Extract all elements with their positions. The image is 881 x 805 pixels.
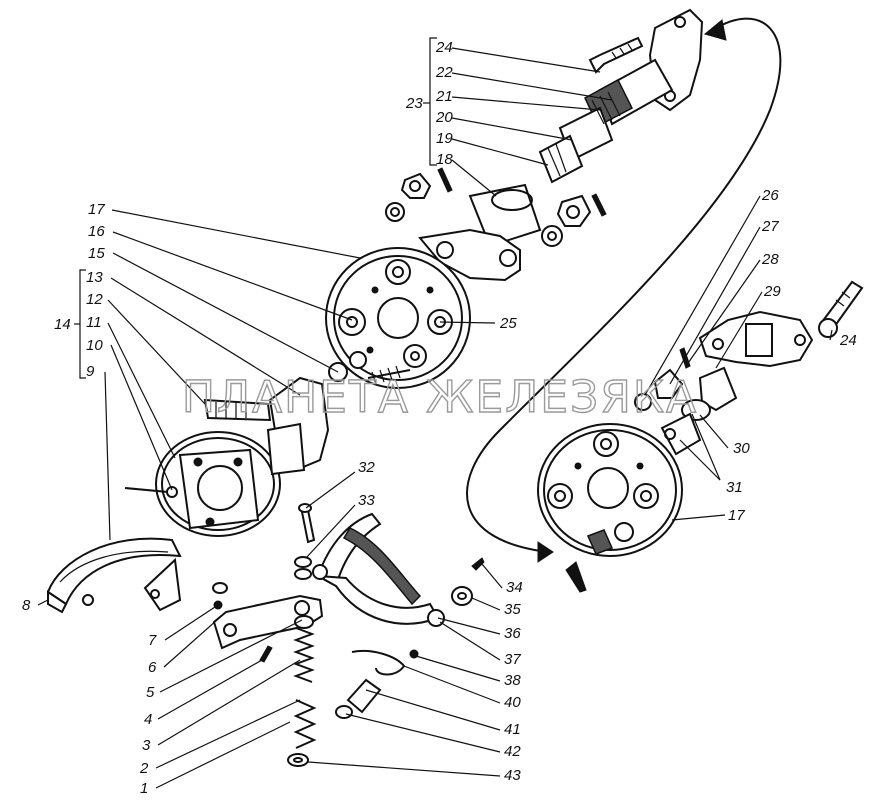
pin-34 [471, 557, 587, 593]
label-24-upper: 24 [435, 39, 453, 56]
label-30: 30 [733, 440, 750, 457]
label-31: 31 [726, 479, 743, 496]
pin-4 [259, 645, 273, 663]
label-13: 13 [86, 269, 103, 286]
washer-35 [451, 586, 473, 606]
label-42: 42 [504, 743, 521, 760]
axle-flange-left [203, 376, 330, 476]
backing-plate-left [155, 431, 281, 537]
label-21: 21 [435, 88, 453, 105]
label-40: 40 [504, 694, 521, 711]
shaft-housing-18 [468, 183, 542, 248]
label-36: 36 [504, 625, 521, 642]
label-14: 14 [54, 316, 71, 333]
label-16: 16 [88, 223, 105, 240]
label-32: 32 [358, 459, 375, 476]
label-11: 11 [86, 314, 102, 331]
label-41: 41 [504, 721, 521, 738]
label-35: 35 [504, 601, 521, 618]
bushing-26-31 [634, 347, 738, 456]
label-9: 9 [86, 363, 95, 380]
bolt-32 [298, 503, 316, 544]
washer-43 [287, 753, 309, 767]
label-4: 4 [144, 711, 152, 728]
label-12: 12 [86, 291, 103, 308]
backing-plate-17-upper [325, 247, 471, 389]
label-37: 37 [504, 651, 521, 668]
spring-38-41 [335, 649, 419, 719]
label-1: 1 [140, 780, 148, 797]
upper-bracket [418, 228, 521, 282]
label-6: 6 [148, 659, 157, 676]
bolt-24-upper [588, 36, 644, 74]
backing-plate-17-lower [537, 423, 683, 557]
label-17-lower: 17 [728, 507, 745, 524]
label-29: 29 [763, 283, 781, 300]
label-23: 23 [405, 95, 423, 112]
label-15: 15 [88, 245, 105, 262]
label-20: 20 [435, 109, 453, 126]
label-33: 33 [358, 492, 375, 509]
splined-shaft-upper [538, 58, 674, 184]
label-27: 27 [761, 218, 779, 235]
watermark: ПЛАНЕТА ЖЕЛЕЗЯКА [182, 372, 698, 423]
label-24-lower: 24 [839, 332, 857, 349]
leader-lines [37, 37, 833, 789]
label-3: 3 [142, 737, 151, 754]
label-19: 19 [436, 130, 453, 147]
spring-2-3 [293, 615, 317, 749]
label-17-upper: 17 [88, 201, 105, 218]
label-10: 10 [86, 337, 103, 354]
label-8: 8 [22, 597, 31, 614]
brake-shoe-8 [46, 537, 182, 614]
bolt-24-lower [818, 280, 864, 338]
screw-7 [212, 582, 228, 610]
nut-33 [294, 556, 312, 580]
part-labels: 24 22 23 21 20 19 18 17 16 15 13 12 14 1… [22, 39, 857, 797]
label-43: 43 [504, 767, 521, 784]
transfer-arrow-loop [466, 17, 782, 563]
label-28: 28 [761, 251, 779, 268]
label-2: 2 [139, 760, 149, 777]
flange-29 [698, 310, 814, 368]
lever-6 [212, 594, 324, 650]
label-22: 22 [435, 64, 453, 81]
nuts-upper [385, 167, 607, 247]
label-34: 34 [506, 579, 523, 596]
label-26: 26 [761, 187, 779, 204]
brake-shoe-36 [312, 512, 445, 627]
pin-9-10 [124, 486, 178, 498]
label-7: 7 [148, 632, 157, 649]
label-5: 5 [146, 684, 155, 701]
label-18: 18 [436, 151, 453, 168]
label-25: 25 [499, 315, 517, 332]
label-38: 38 [504, 672, 521, 689]
